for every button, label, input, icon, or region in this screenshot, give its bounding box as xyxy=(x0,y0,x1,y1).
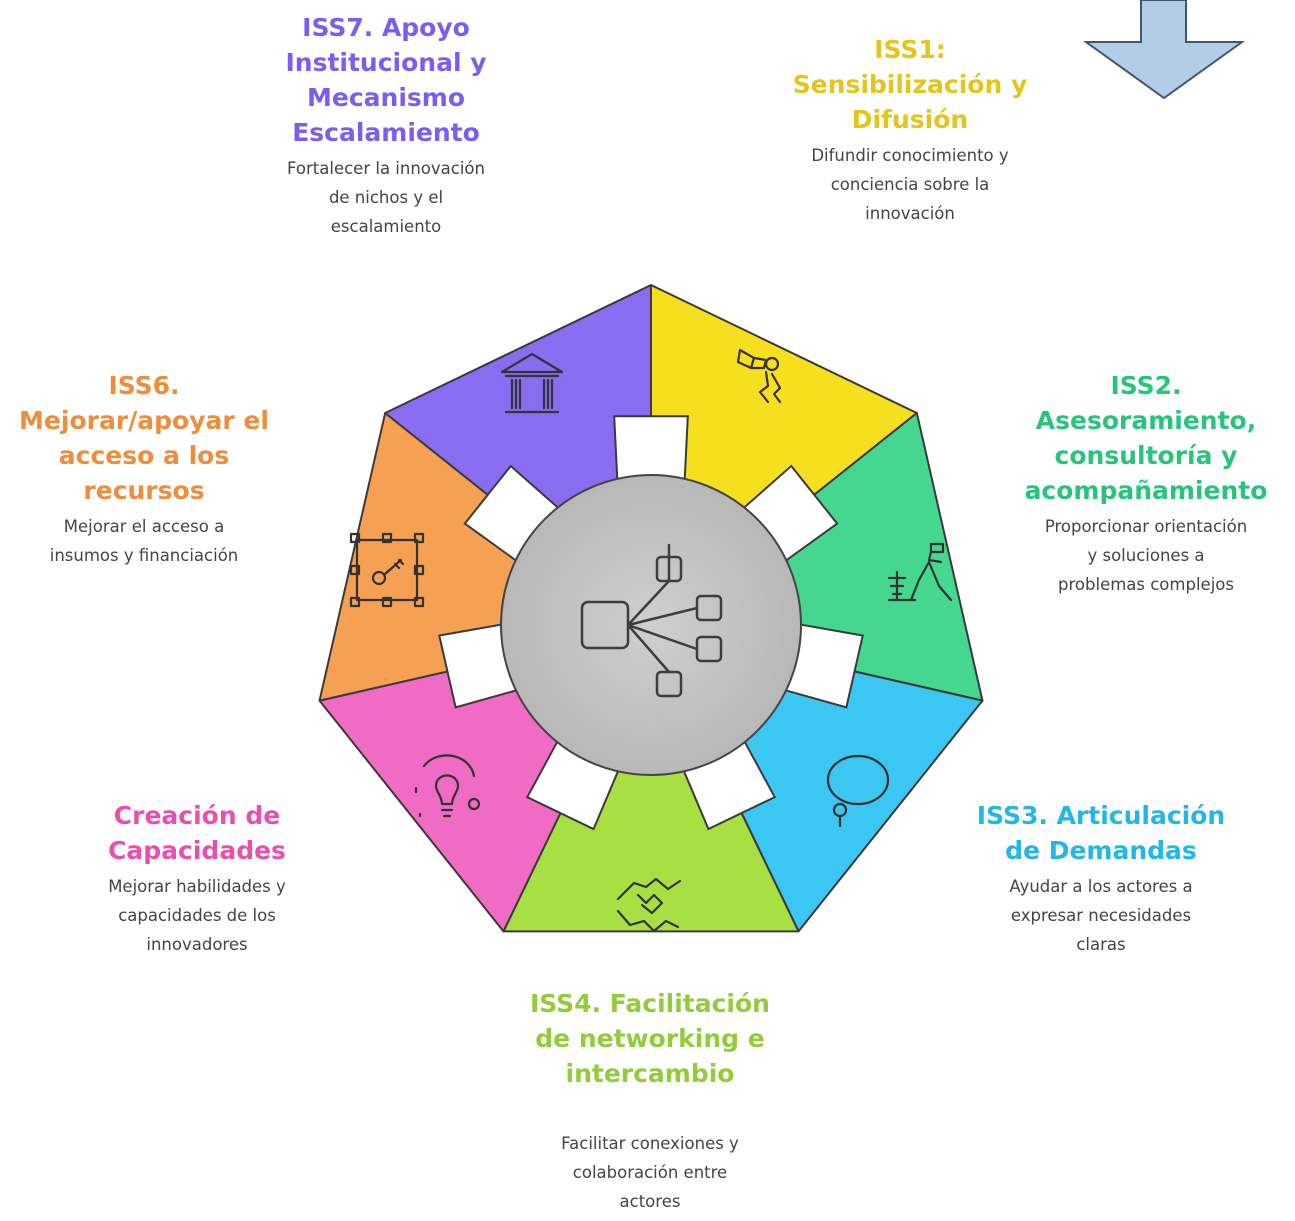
segment-description: Proporcionar orientación y soluciones a … xyxy=(1012,512,1280,599)
title-line: de networking e xyxy=(535,1024,765,1053)
description-line: Difundir conocimiento y xyxy=(811,146,1009,165)
description-line: y soluciones a xyxy=(1087,546,1205,565)
title-line: acceso a los xyxy=(58,441,230,470)
megaphone-icon xyxy=(736,348,782,404)
ring-notch xyxy=(613,415,689,480)
institution-icon xyxy=(500,352,564,414)
title-line: Mecanismo xyxy=(307,83,465,112)
description-line: de nichos y el xyxy=(328,188,444,207)
title-line: ISS1: xyxy=(874,35,946,64)
description-line: expresar necesidades xyxy=(1010,906,1192,925)
lightbulb-icon xyxy=(414,754,481,818)
segment-description: Facilitar conexiones y colaboración entr… xyxy=(500,1129,800,1216)
title-line: acompañamiento xyxy=(1024,476,1268,505)
segment-title: ISS4. Facilitación de networking e inter… xyxy=(500,986,800,1091)
key-frame-icon xyxy=(349,532,425,608)
description-line: Mejorar habilidades y xyxy=(108,877,286,896)
segment-title: ISS7. Apoyo Institucional y Mecanismo Es… xyxy=(236,10,536,150)
description-line: Fortalecer la innovación xyxy=(287,159,485,178)
segment-description: Difundir conocimiento y conciencia sobre… xyxy=(760,141,1060,228)
title-line: ISS6. xyxy=(108,371,180,400)
title-line: ISS3. Articulación xyxy=(976,801,1226,830)
title-line: ISS4. Facilitación xyxy=(530,989,770,1018)
title-line: Asesoramiento, xyxy=(1035,406,1257,435)
segment-label-iss2: ISS2. Asesoramiento, consultoría y acomp… xyxy=(1012,368,1280,599)
description-line: claras xyxy=(1076,935,1126,954)
title-line: Sensibilización y xyxy=(792,70,1028,99)
segment-label-iss5: Creación de Capacidades Mejorar habilida… xyxy=(62,798,332,959)
segment-description: Ayudar a los actores a expresar necesida… xyxy=(966,872,1236,959)
segment-label-iss1: ISS1: Sensibilización y Difusión Difundi… xyxy=(760,32,1060,228)
description-line: conciencia sobre la xyxy=(830,175,990,194)
center-hub xyxy=(500,474,802,776)
segment-title: ISS3. Articulación de Demandas xyxy=(966,798,1236,868)
description-line: innovación xyxy=(865,204,955,223)
description-line: Ayudar a los actores a xyxy=(1009,877,1193,896)
segment-title: ISS2. Asesoramiento, consultoría y acomp… xyxy=(1012,368,1280,508)
speech-loop-icon xyxy=(826,754,890,828)
segment-description: Mejorar habilidades y capacidades de los… xyxy=(62,872,332,959)
description-line: actores xyxy=(619,1192,681,1211)
description-line: insumos y financiación xyxy=(49,546,239,565)
segment-description: Mejorar el acceso a insumos y financiaci… xyxy=(6,512,282,570)
advisor-icon xyxy=(887,542,953,602)
title-line: Capacidades xyxy=(108,836,286,865)
title-line: Creación de xyxy=(113,801,281,830)
description-line: innovadores xyxy=(146,935,248,954)
down-arrow-icon xyxy=(1082,0,1246,100)
description-line: colaboración entre xyxy=(572,1163,728,1182)
segment-label-iss3: ISS3. Articulación de Demandas Ayudar a … xyxy=(966,798,1236,959)
segment-title: Creación de Capacidades xyxy=(62,798,332,868)
description-line: Proporcionar orientación xyxy=(1044,517,1248,536)
segment-label-iss6: ISS6. Mejorar/apoyar el acceso a los rec… xyxy=(6,368,282,570)
ring-notches xyxy=(438,415,864,831)
segment-label-iss7: ISS7. Apoyo Institucional y Mecanismo Es… xyxy=(236,10,536,241)
title-line: consultoría y xyxy=(1054,441,1238,470)
title-line: recursos xyxy=(83,476,205,505)
segment-title: ISS1: Sensibilización y Difusión xyxy=(760,32,1060,137)
segment-description: Fortalecer la innovación de nichos y el … xyxy=(236,154,536,241)
hierarchy-nodes-icon xyxy=(580,543,723,698)
title-line: Mejorar/apoyar el xyxy=(19,406,269,435)
title-line: Escalamiento xyxy=(292,118,480,147)
segment-title: ISS6. Mejorar/apoyar el acceso a los rec… xyxy=(6,368,282,508)
title-line: de Demandas xyxy=(1005,836,1197,865)
title-line: ISS2. xyxy=(1110,371,1182,400)
title-line: intercambio xyxy=(565,1059,735,1088)
description-line: Mejorar el acceso a xyxy=(63,517,225,536)
handshake-icon xyxy=(616,877,682,933)
title-line: Institucional y xyxy=(285,48,487,77)
title-line: ISS7. Apoyo xyxy=(302,13,470,42)
description-line: capacidades de los xyxy=(118,906,276,925)
title-line: Difusión xyxy=(851,105,969,134)
description-line: escalamiento xyxy=(330,217,442,236)
segment-label-iss4: ISS4. Facilitación de networking e inter… xyxy=(500,986,800,1216)
description-line: problemas complejos xyxy=(1058,575,1234,594)
description-line: Facilitar conexiones y xyxy=(561,1134,739,1153)
